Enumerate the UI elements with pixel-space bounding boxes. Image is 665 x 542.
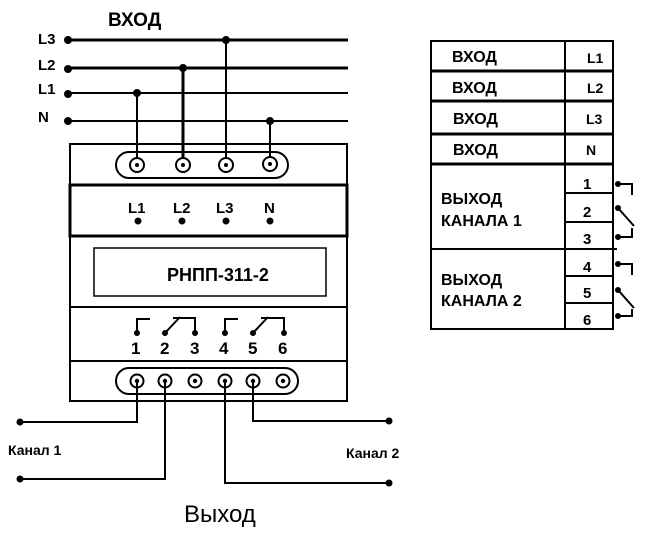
wire-channel1-pin2 (20, 381, 166, 480)
device-label-l3: L3 (216, 200, 234, 217)
table-pin: 2 (583, 204, 591, 221)
device-display (93, 247, 327, 297)
channel1-label: Канал 1 (8, 442, 62, 458)
pin-number: 3 (190, 339, 199, 358)
table-input-label: ВХОД (452, 80, 497, 97)
table-pin: 3 (583, 231, 591, 248)
wire-channel2-pin4 (224, 381, 389, 484)
input-terminal-block (115, 151, 289, 179)
device-label-n: N (264, 200, 275, 217)
device-label-l1: L1 (128, 200, 146, 217)
output-group-label: КАНАЛА 2 (441, 293, 522, 310)
output-group-label: ВЫХОД (441, 272, 503, 289)
line-label-l3: L3 (38, 31, 56, 48)
pin-number: 1 (131, 339, 140, 358)
table-input-value: L2 (587, 80, 604, 96)
table-input-value: L3 (586, 111, 603, 127)
terminal-dot (64, 36, 72, 44)
wire-channel2-pin5 (252, 381, 389, 422)
wire-channel1-pin1 (20, 381, 138, 423)
device-label-l2: L2 (173, 200, 191, 217)
line-label-l1: L1 (38, 81, 56, 98)
device-model: РНПП-311-2 (167, 265, 269, 285)
table-relay-symbols (617, 183, 635, 317)
table-input-value: N (586, 142, 596, 158)
terminal-dot (64, 117, 72, 125)
pinout-table (430, 40, 617, 330)
output-group-label: КАНАЛА 1 (441, 213, 522, 230)
pin-number: 2 (160, 339, 169, 358)
output-title: Выход (184, 501, 256, 528)
relay-contacts-symbol (136, 316, 285, 334)
table-pin: 4 (583, 259, 592, 276)
device-body (68, 143, 349, 402)
terminal-dot (64, 90, 72, 98)
table-input-value: L1 (587, 50, 604, 66)
table-input-label: ВХОД (452, 49, 497, 66)
pin-number: 6 (278, 339, 287, 358)
table-pin: 6 (583, 312, 591, 329)
line-label-l2: L2 (38, 57, 56, 74)
output-terminal-block (115, 367, 299, 395)
table-pin: 1 (583, 176, 591, 193)
pin-number: 4 (219, 339, 229, 358)
channel2-label: Канал 2 (346, 445, 400, 461)
line-label-n: N (38, 109, 49, 126)
output-group-label: ВЫХОД (441, 191, 503, 208)
table-input-label: ВХОД (453, 111, 498, 128)
table-input-label: ВХОД (453, 142, 498, 159)
table-pin: 5 (583, 285, 591, 302)
pin-number: 5 (248, 339, 257, 358)
terminal-dot (64, 65, 72, 73)
input-title: ВХОД (108, 10, 162, 31)
